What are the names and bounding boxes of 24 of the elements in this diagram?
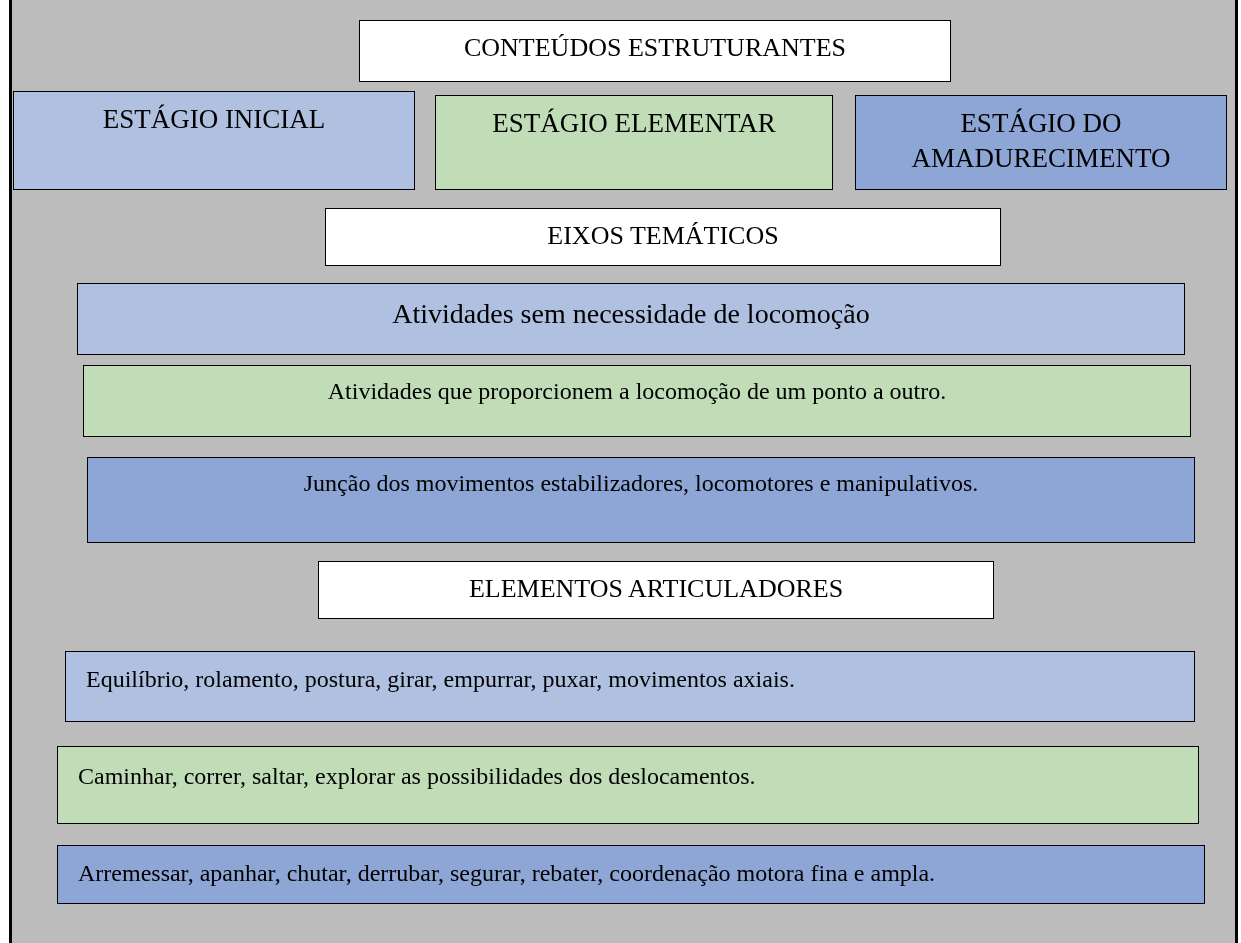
- box-text: ESTÁGIO DO AMADURECIMENTO: [910, 107, 1172, 176]
- box-text: ESTÁGIO INICIAL: [101, 103, 327, 136]
- heading-box: [325, 208, 1001, 266]
- theme-box: [87, 457, 1195, 543]
- box-text: Caminhar, correr, saltar, explorar as possibilidades dos deslocamentos.: [78, 762, 757, 791]
- box-text: Equilíbrio, rolamento, postura, girar, empurrar, puxar, movimentos axiais.: [86, 665, 796, 694]
- box-text: Arremessar, apanhar, chutar, derrubar, segurar, rebater, coordenação motora fina e ampla.: [78, 859, 937, 888]
- element-box: [65, 651, 1195, 722]
- element-box: [57, 845, 1205, 904]
- stage-box: [855, 95, 1227, 190]
- heading-box: [318, 561, 994, 619]
- box-text: CONTEÚDOS ESTRUTURANTES: [462, 32, 848, 64]
- stage-box: [435, 95, 833, 190]
- box-text: ELEMENTOS ARTICULADORES: [467, 573, 845, 605]
- box-text: ESTÁGIO ELEMENTAR: [491, 107, 777, 140]
- box-text: Atividades sem necessidade de locomoção: [391, 297, 871, 331]
- theme-box: [77, 283, 1185, 355]
- stage-box: [13, 91, 415, 190]
- heading-box: [359, 20, 951, 82]
- box-text: EIXOS TEMÁTICOS: [546, 220, 780, 252]
- theme-box: [83, 365, 1191, 437]
- box-text: Atividades que proporcionem a locomoção de um ponto a outro.: [326, 377, 948, 406]
- box-text: Junção dos movimentos estabilizadores, locomotores e manipulativos.: [302, 469, 980, 498]
- element-box: [57, 746, 1199, 824]
